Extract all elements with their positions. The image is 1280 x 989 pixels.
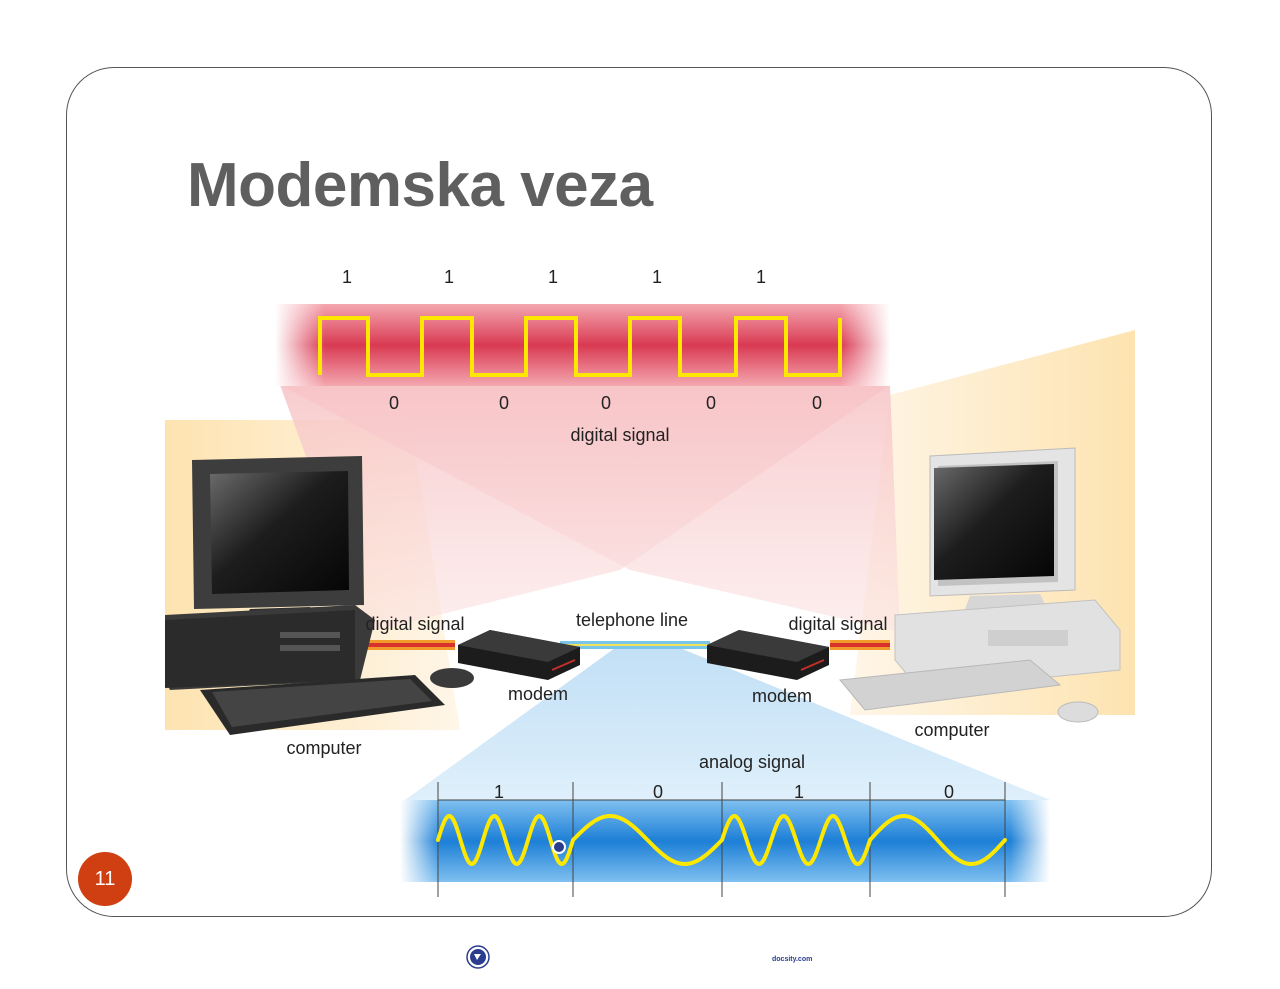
bottom-bit-4: 0 (706, 393, 716, 413)
right-computer (839, 447, 1121, 723)
analog-beam (405, 648, 1050, 800)
right-digital-beam (280, 385, 900, 632)
bottom-bit-2: 0 (499, 393, 509, 413)
bottom-bit-1: 0 (389, 393, 399, 413)
left-modem-label: modem (508, 684, 568, 704)
left-computer-label: computer (286, 738, 361, 758)
watermark-icon (552, 840, 566, 854)
docsity-logo-icon (466, 945, 490, 969)
bottom-bit-5: 0 (812, 393, 822, 413)
top-bit-3: 1 (548, 267, 558, 287)
left-computer (165, 456, 474, 735)
analog-bit-4: 0 (944, 782, 954, 802)
top-bit-2: 1 (444, 267, 454, 287)
right-digital-signal-label: digital signal (788, 614, 887, 634)
analog-signal-band (400, 800, 1050, 882)
left-modem (458, 630, 580, 680)
right-computer-label: computer (914, 720, 989, 740)
right-modem-label: modem (752, 686, 812, 706)
telephone-line (560, 641, 710, 649)
bottom-bit-3: 0 (601, 393, 611, 413)
digital-signal-label: digital signal (570, 425, 669, 445)
analog-bit-3: 1 (794, 782, 804, 802)
left-digital-line (355, 640, 455, 650)
modem-connection-diagram: 1 1 1 1 1 0 0 0 0 0 digital signal (165, 267, 1135, 897)
left-digital-signal-label: digital signal (365, 614, 464, 634)
right-modem (707, 630, 829, 680)
top-bit-4: 1 (652, 267, 662, 287)
right-digital-line (830, 640, 890, 650)
analog-signal-label: analog signal (699, 752, 805, 772)
slide-title: Modemska veza (187, 151, 653, 220)
square-wave (318, 316, 842, 377)
top-bit-1: 1 (342, 267, 352, 287)
slide-number-badge: 11 (78, 852, 132, 906)
footer-site: docsity.com (772, 956, 813, 963)
analog-bit-2: 0 (653, 782, 663, 802)
telephone-line-label: telephone line (576, 610, 688, 630)
analog-bit-1: 1 (494, 782, 504, 802)
top-bit-5: 1 (756, 267, 766, 287)
analog-wave (436, 813, 1007, 867)
